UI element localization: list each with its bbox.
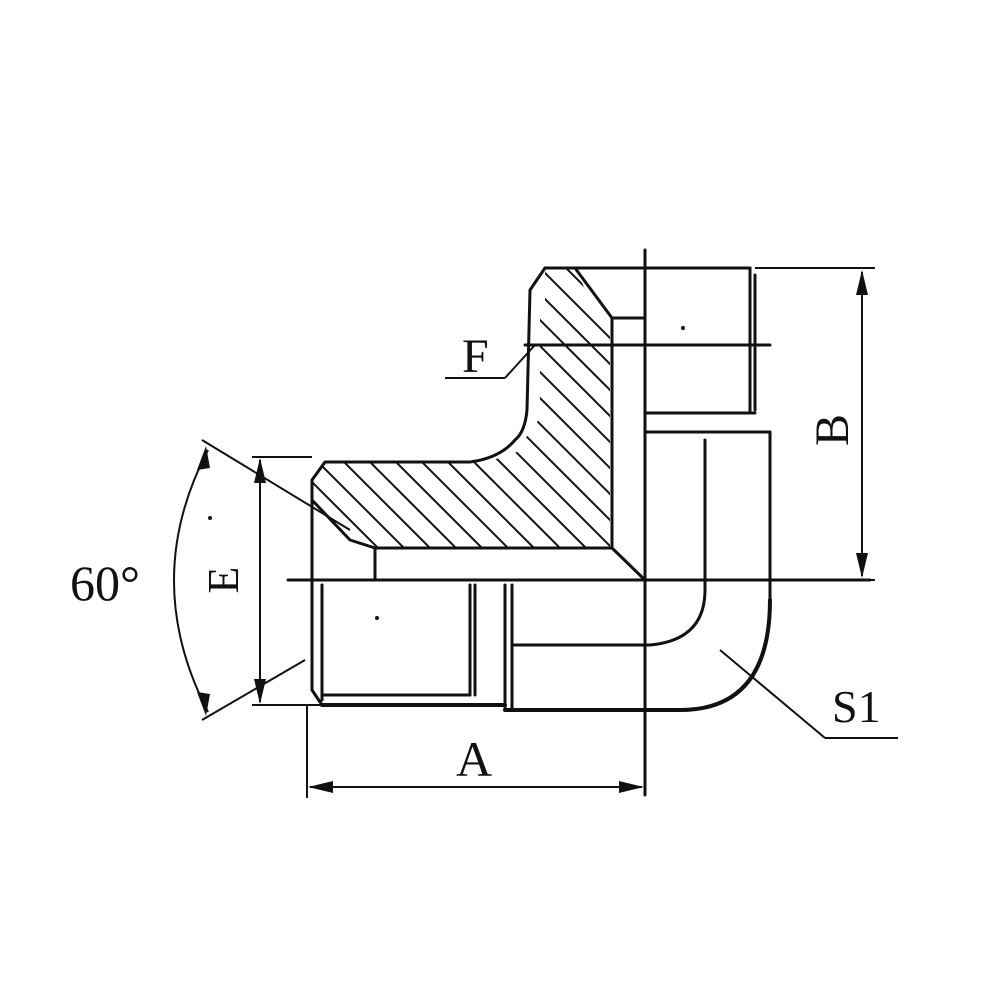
hatch-line: [312, 268, 453, 548]
label-b: B: [806, 414, 859, 446]
label-f: F: [462, 330, 489, 383]
hatch-line: [601, 268, 610, 548]
hatch-line: [312, 268, 610, 548]
top-chamfer: [573, 266, 614, 320]
hatch-line: [471, 268, 610, 548]
upper-thread: [643, 266, 772, 602]
section-outline: [310, 266, 547, 550]
center-mark-left: [208, 516, 212, 520]
hatch-line: [312, 268, 531, 548]
hatch-line: [784, 200, 1000, 700]
hatch-line: [575, 268, 610, 548]
hatch-line: [758, 200, 1000, 700]
angle-60-dimension: [173, 439, 351, 721]
hatch-line: [732, 200, 1000, 700]
hatch-line: [549, 268, 610, 548]
hatch-line: [315, 268, 610, 548]
bend-corner-diagonal: [610, 546, 647, 582]
hatch-line: [312, 268, 479, 548]
hatch-line: [312, 268, 505, 548]
hatch-line: [680, 200, 1000, 700]
hatch-line: [312, 268, 610, 548]
center-mark-upper: [681, 326, 685, 330]
hatch-line: [367, 268, 610, 548]
hatch-line: [523, 268, 610, 548]
hatch-line: [312, 268, 401, 548]
lower-thread: [310, 498, 514, 712]
hatch-line: [419, 268, 610, 548]
leader-f: [445, 344, 536, 379]
hatch-line: [312, 268, 609, 548]
label-s1: S1: [832, 681, 881, 732]
center-mark-lower: [375, 616, 379, 620]
dimension-b: [755, 267, 875, 581]
hatch-line: [312, 268, 583, 548]
hatch-line: [312, 268, 557, 548]
dimension-a: [306, 705, 644, 798]
label-e: E: [199, 567, 248, 594]
hatch-line: [497, 268, 610, 548]
label-angle: 60°: [70, 555, 140, 611]
hatch-line: [312, 268, 610, 548]
section-hatching: [312, 200, 1000, 700]
elbow-inner-bend: [510, 588, 707, 647]
hatch-line: [312, 268, 610, 548]
label-a: A: [456, 731, 492, 787]
leader-s1: [719, 649, 898, 739]
elbow-outer-bend: [503, 598, 772, 712]
hatch-line: [628, 200, 1000, 700]
hatch-line: [312, 268, 427, 548]
